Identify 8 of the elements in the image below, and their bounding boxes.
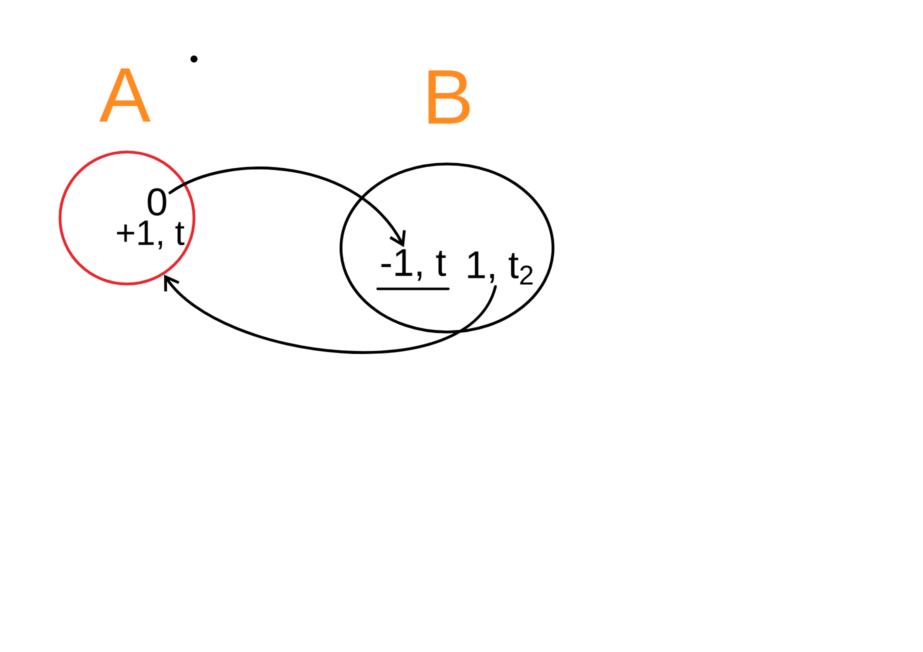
set-label: B (428, 70, 470, 124)
underlined-value: -1, t (376, 249, 450, 290)
arrow (168, 166, 406, 248)
value-label: 1, t$_{2}$ (468, 252, 533, 284)
set-label: A (99, 68, 151, 122)
value-label: +1, t (117, 220, 184, 250)
arrow (164, 274, 497, 354)
value-label: 0 (148, 188, 166, 216)
